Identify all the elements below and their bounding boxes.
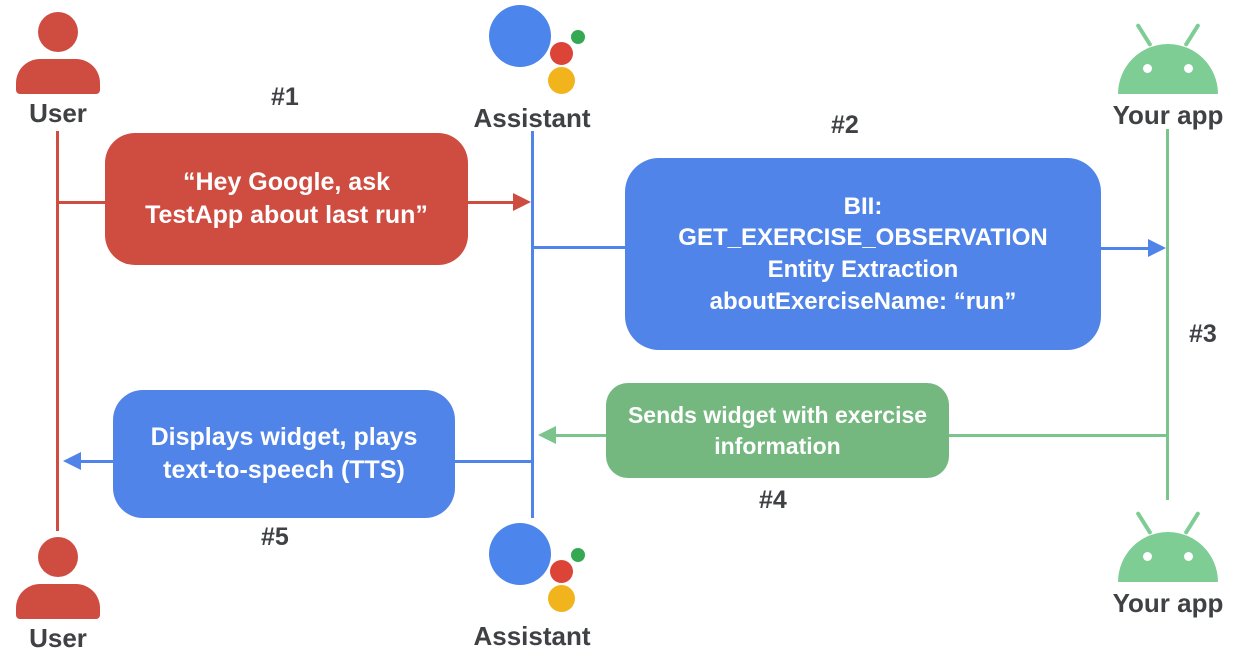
android-head-shape xyxy=(1118,532,1218,582)
arrowhead-step2-icon xyxy=(1148,239,1166,257)
arrow-line-step5-left xyxy=(81,460,114,463)
assistant-icon xyxy=(467,3,597,99)
arrow-line-step2-left xyxy=(533,246,625,249)
assistant-yellow-dot-icon xyxy=(548,67,575,94)
step-label-4: #4 xyxy=(759,486,787,514)
assistant-red-dot-icon xyxy=(550,42,573,65)
assistant-yellow-dot-icon xyxy=(548,585,575,612)
android-antenna-right xyxy=(1183,510,1201,536)
android-eye-left xyxy=(1143,552,1152,561)
actor-user-top: User xyxy=(16,12,100,129)
android-eye-left xyxy=(1143,64,1152,73)
android-eye-right xyxy=(1184,64,1193,73)
actor-label-app-top: Your app xyxy=(1112,100,1224,130)
android-eye-right xyxy=(1184,552,1193,561)
actor-label-app-bottom: Your app xyxy=(1112,588,1224,618)
assistant-icon xyxy=(467,521,597,617)
actor-app-top: Your app xyxy=(1112,20,1224,131)
arrow-line-step1-right xyxy=(468,201,514,204)
arrow-line-step2-right xyxy=(1101,247,1149,250)
arrowhead-step4-icon xyxy=(538,426,556,444)
message-box-tts: Displays widget, plays text-to-speech (T… xyxy=(113,390,455,518)
android-icon xyxy=(1112,20,1224,96)
assistant-lifeline xyxy=(531,131,534,518)
assistant-blue-dot-icon xyxy=(489,523,551,585)
app-lifeline xyxy=(1166,129,1169,500)
step-label-2: #2 xyxy=(831,111,859,139)
assistant-green-dot-icon xyxy=(571,30,585,44)
arrowhead-step5-icon xyxy=(63,452,81,470)
actor-label-user-bottom: User xyxy=(29,623,87,653)
android-icon xyxy=(1112,508,1224,584)
android-antenna-left xyxy=(1135,22,1153,48)
step-label-1: #1 xyxy=(271,83,299,111)
actor-user-bottom: User xyxy=(16,537,100,654)
actor-assistant-top: Assistant xyxy=(462,3,602,134)
assistant-blue-dot-icon xyxy=(489,5,551,67)
actor-label-assistant-bottom: Assistant xyxy=(473,621,591,651)
step-label-3: #3 xyxy=(1189,320,1217,348)
message-box-user-query: “Hey Google, ask TestApp about last run” xyxy=(105,133,468,265)
user-body-shape xyxy=(16,584,100,619)
arrow-line-step4-right xyxy=(949,434,1167,437)
arrow-line-step5-right xyxy=(455,460,533,463)
actor-label-assistant-top: Assistant xyxy=(473,103,591,133)
arrowhead-step1-icon xyxy=(513,193,531,211)
step-label-5: #5 xyxy=(261,523,289,551)
arrow-line-step4-left xyxy=(556,434,607,437)
android-head-shape xyxy=(1118,44,1218,94)
user-icon xyxy=(16,537,100,619)
assistant-green-dot-icon xyxy=(571,548,585,562)
user-body-shape xyxy=(16,59,100,94)
actor-app-bottom: Your app xyxy=(1112,508,1224,619)
actor-label-user-top: User xyxy=(29,98,87,128)
arrow-line-step1-left xyxy=(57,201,105,204)
android-antenna-left xyxy=(1135,510,1153,536)
user-icon xyxy=(16,12,100,94)
message-box-widget: Sends widget with exercise information xyxy=(606,383,949,478)
user-lifeline xyxy=(56,131,59,531)
user-head-shape xyxy=(38,12,78,52)
user-head-shape xyxy=(38,537,78,577)
assistant-red-dot-icon xyxy=(550,560,573,583)
android-antenna-right xyxy=(1183,22,1201,48)
message-box-bii: BII: GET_EXERCISE_OBSERVATION Entity Ext… xyxy=(625,158,1101,350)
actor-assistant-bottom: Assistant xyxy=(462,521,602,652)
